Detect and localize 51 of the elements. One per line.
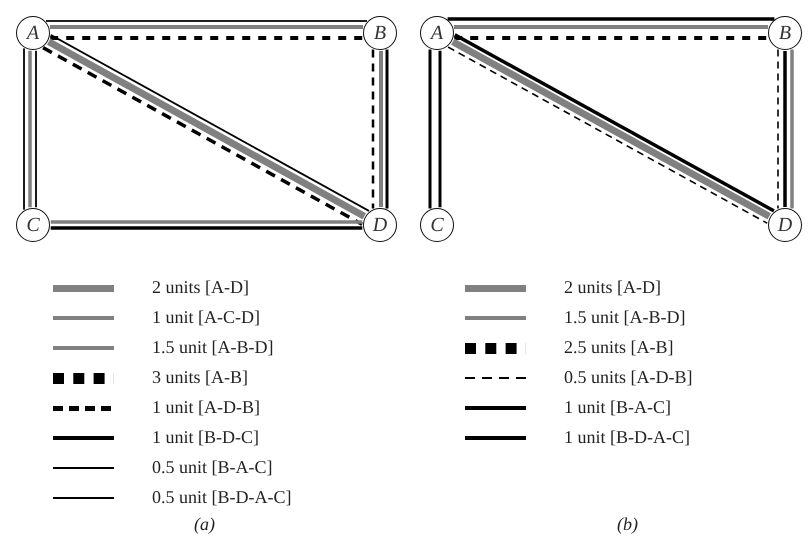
flow-line [50,25,364,29]
node-circle [16,16,50,50]
flow-line [386,50,388,208]
node-circle [16,208,50,242]
legend-text: 1.5 unit [A-B-D] [152,338,274,356]
node-label: D [778,215,792,235]
panel-caption: (b) [617,515,638,533]
flow-line [46,20,367,22]
flow-line [50,220,362,224]
flow-line [50,226,362,230]
legend-text: 1 unit [B-D-C] [152,428,259,446]
node-circle [420,16,454,50]
dashed-line [454,36,768,40]
flow-line [783,51,787,207]
panel-caption: (a) [194,515,215,533]
legend-text: 1 unit [A-D-B] [152,398,260,416]
flow-line [28,50,32,208]
legend-text: 0.5 units [A-D-B] [564,368,692,386]
flow-line [379,51,383,207]
legend-text: 0.5 unit [B-A-C] [152,458,272,476]
flow-line [448,17,774,21]
flow-line [35,50,37,208]
legend-text: 2 units [A-D] [564,278,661,296]
node-circle [363,16,397,50]
node-label: A [430,23,444,43]
legend-text: 1.5 unit [A-B-D] [564,308,686,326]
legend-text: 2.5 units [A-B] [564,338,674,356]
node-circle [768,16,802,50]
legend-text: 0.5 unit [B-D-A-C] [152,488,292,506]
node-circle [768,208,802,242]
node-label: A [26,23,40,43]
node-label: D [372,215,388,235]
flow-line [790,50,794,208]
flow-line [428,50,432,208]
node-label: B [778,23,792,43]
legend-text: 1 unit [B-A-C] [564,398,671,416]
dashed-line [372,50,374,208]
legend-text: 1 unit [B-D-A-C] [564,428,690,446]
node-label: C [430,215,444,235]
node-label: C [26,215,40,235]
flow-line [438,50,442,208]
legend-text: 3 units [A-B] [152,368,248,386]
node-circle [363,208,397,242]
node-label: B [374,23,386,43]
legend-text: 2 units [A-D] [152,278,249,296]
dashed-line [50,36,363,40]
dashed-line [777,50,779,208]
node-circle [420,208,454,242]
flow-line [23,48,25,210]
flow-line [454,25,768,29]
legend-text: 1 unit [A-C-D] [152,308,260,326]
